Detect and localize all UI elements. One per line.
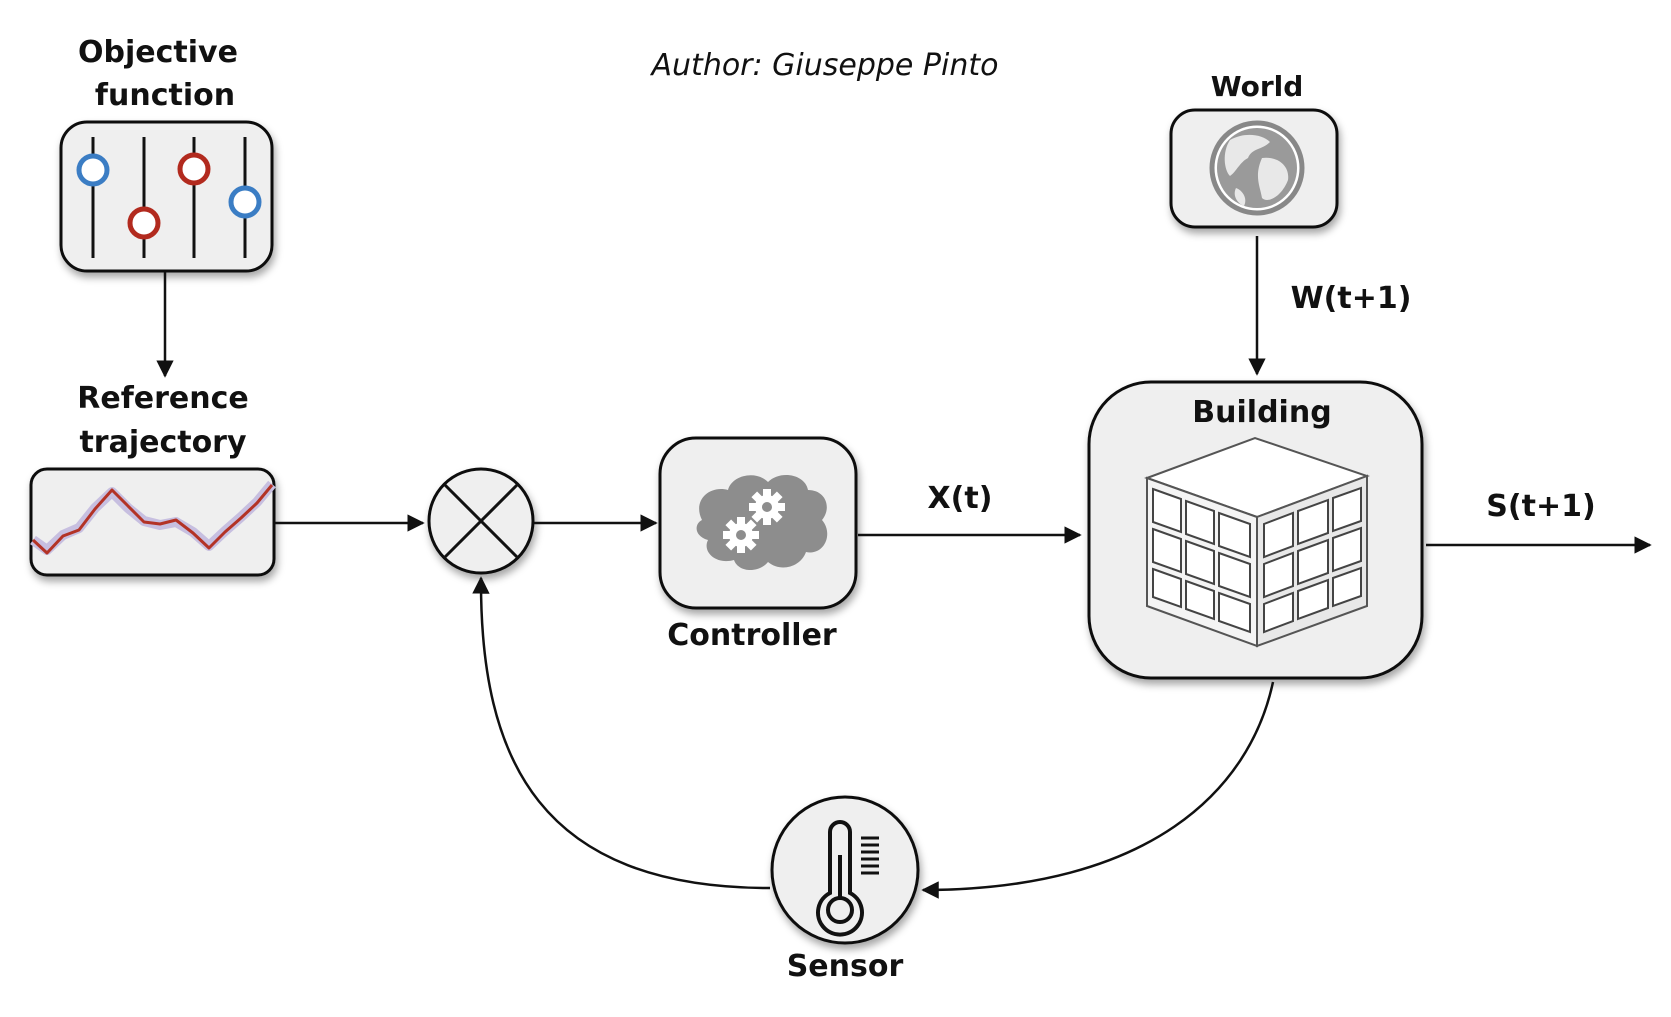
building-to-sensor-arrow [921, 681, 1275, 899]
sliders-icon [59, 120, 274, 273]
sensor-to-junction-arrow [472, 576, 771, 890]
building-cube-icon [1087, 380, 1424, 680]
brain-gears-icon [658, 436, 858, 610]
sensor-label: Sensor [787, 949, 904, 984]
building-label: Building [1192, 395, 1331, 430]
line-chart-icon [29, 467, 276, 577]
control-signal-label: X(t) [928, 481, 993, 516]
reference-title-line1: Reference [77, 381, 248, 416]
output-signal-label: S(t+1) [1486, 489, 1595, 524]
author-label: Author: Giuseppe Pinto [650, 48, 999, 83]
objective-title-line2: function [95, 78, 235, 113]
summing-junction-icon [427, 467, 535, 575]
objective-title-line1: Objective [78, 35, 238, 70]
world-label: World [1211, 70, 1304, 103]
reference-title-line2: trajectory [79, 425, 247, 460]
controller-label: Controller [667, 618, 837, 653]
world-signal-label: W(t+1) [1291, 281, 1412, 316]
thermometer-icon [770, 795, 920, 945]
globe-icon [1169, 108, 1339, 229]
